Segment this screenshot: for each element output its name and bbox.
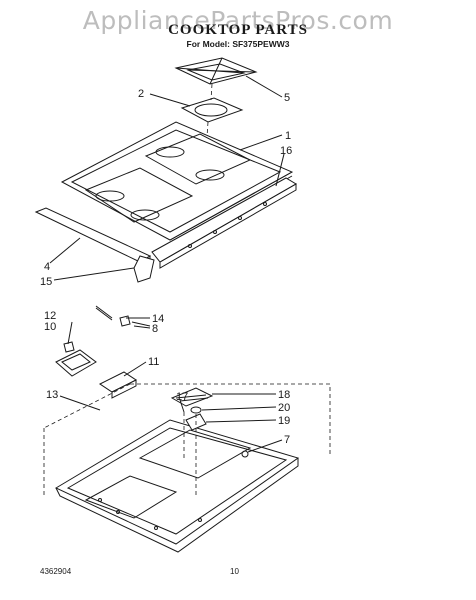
callout-8: 8 [152,323,158,335]
leader-lines [49,75,285,453]
callout-4: 4 [44,261,50,273]
part-front-trim [151,177,297,269]
callout-20: 20 [278,402,290,414]
page-number: 10 [230,567,239,576]
callout-2: 2 [138,88,144,100]
callout-19: 19 [278,415,290,427]
callout-10: 10 [44,321,56,333]
callout-13: 13 [46,389,58,401]
part-grate [174,57,258,85]
callout-5: 5 [284,92,290,104]
callout-17: 17 [176,391,188,403]
callout-18: 18 [278,389,290,401]
callout-14: 14 [152,313,164,325]
part-igniter-assembly [55,305,151,377]
watermark: AppliancePartsPros.com [82,6,394,35]
model-subtitle: For Model: SF375PEWW3 [186,39,290,49]
callout-12: 12 [44,310,56,322]
document-number: 4362904 [40,567,72,576]
part-bracket [99,371,137,399]
part-cooktop-panel [60,121,294,245]
callout-16: 16 [280,145,292,157]
callout-1: 1 [285,130,291,142]
callout-7: 7 [284,434,290,446]
callout-11: 11 [148,356,159,368]
page-title: COOKTOP PARTS [168,22,308,38]
part-corner-bracket [133,255,155,283]
part-drip-bowl [180,97,244,123]
callout-15: 15 [40,276,52,288]
part-base-pan [43,383,331,553]
